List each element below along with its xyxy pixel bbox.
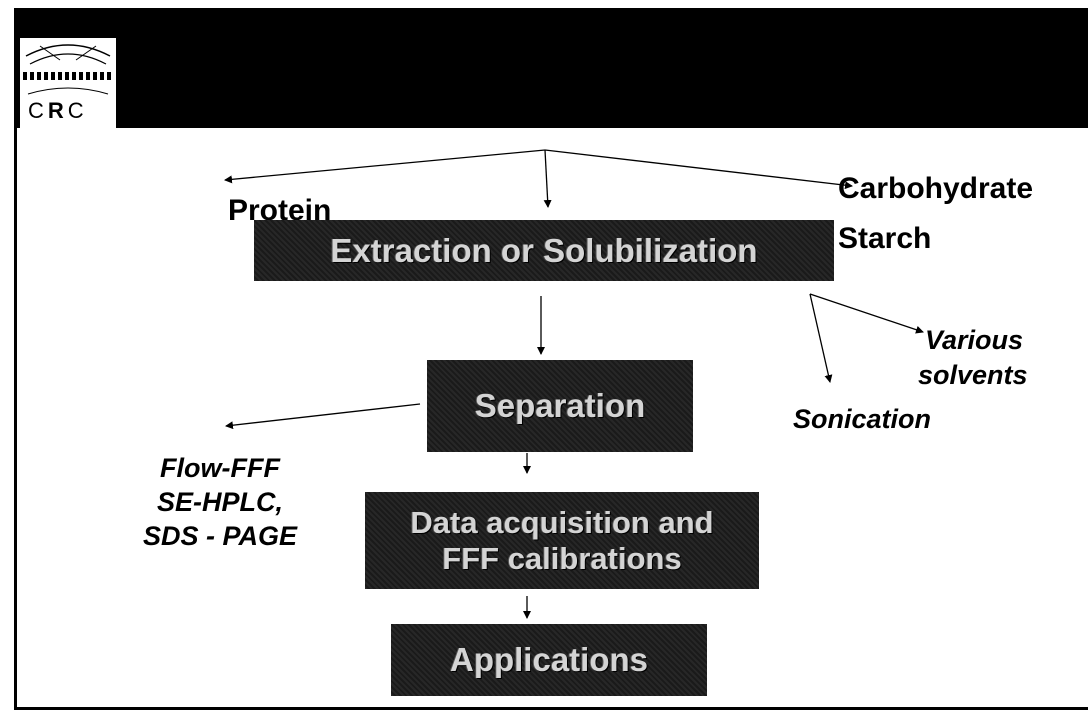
logo-letter-r: R — [47, 98, 64, 123]
label-starch: Starch — [838, 222, 932, 255]
arrow-to-carbohydrate — [544, 149, 853, 190]
logo-graphic-icon — [23, 44, 111, 95]
box-data-line1: Data acquisition and — [410, 504, 714, 540]
label-solvents: solvents — [918, 360, 1028, 390]
box-applications: Applications — [391, 624, 707, 696]
arrow-to-flow-fff — [225, 403, 421, 430]
logo-letter-c2: C — [67, 98, 84, 123]
label-sonication: Sonication — [793, 404, 932, 434]
box-data-line2: FFF calibrations — [442, 540, 682, 576]
logo-letter-c1: C — [28, 98, 44, 123]
box-separation-text: Separation — [474, 387, 646, 424]
arrow-to-sonication — [809, 293, 833, 383]
label-se-hplc: SE-HPLC, — [156, 487, 283, 517]
box-applications-text: Applications — [449, 641, 649, 678]
label-flow-fff: Flow-FFF — [160, 453, 280, 483]
box-data-acquisition: Data acquisition and FFF calibrations — [365, 492, 759, 589]
label-various: Various — [925, 325, 1024, 355]
arrow-to-protein — [224, 149, 546, 184]
slide-border — [14, 8, 1088, 710]
box-extraction-text: Extraction or Solubilization — [330, 231, 758, 269]
label-sds-page: SDS - PAGE — [142, 521, 298, 551]
box-extraction: Extraction or Solubilization — [254, 220, 834, 281]
header-bar — [17, 10, 1088, 128]
arrow-to-various-solvents — [809, 293, 924, 334]
arrow-to-extraction — [543, 149, 552, 208]
label-carbohydrate: Carbohydrate — [838, 172, 1034, 205]
box-separation: Separation — [427, 360, 693, 452]
